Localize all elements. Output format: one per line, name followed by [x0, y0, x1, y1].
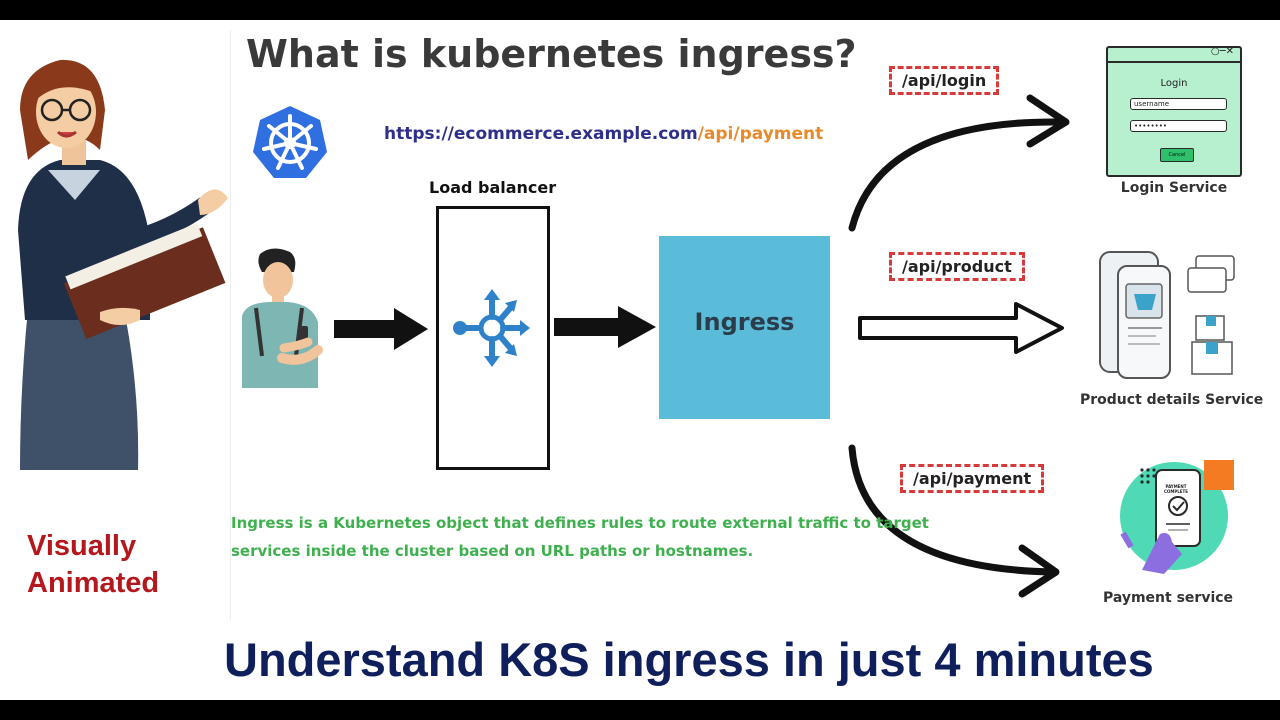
route-payment-path: /api/payment [900, 464, 1045, 493]
example-url: https://ecommerce.example.com/api/paymen… [384, 124, 823, 144]
login-service-window: ○─✕ Login username •••••••• Cancel [1106, 46, 1242, 177]
arrow-to-payment-service [848, 444, 1056, 576]
routing-arrows [848, 94, 1070, 598]
visually-animated-badge: Visually Animated [27, 528, 159, 602]
teacher-illustration [18, 59, 228, 470]
mobile-shopping-illustration [1099, 251, 1235, 379]
payment-service-label: Payment service [1102, 590, 1234, 606]
payment-complete-text: PAYMENT COMPLETE [1164, 484, 1188, 494]
login-service-label: Login Service [1120, 180, 1228, 196]
login-window-titlebar: ○─✕ [1108, 46, 1240, 63]
load-balancer-label: Load balancer [429, 178, 557, 197]
url-path: /api/payment [697, 124, 824, 144]
headline: Understand K8S ingress in just 4 minutes [224, 633, 1154, 686]
kubernetes-logo-icon [253, 106, 327, 178]
left-panel-divider [230, 30, 231, 620]
login-window-button: Cancel [1160, 148, 1194, 162]
arrow-to-login-service [848, 118, 1064, 232]
ingress-description: Ingress is a Kubernetes object that defi… [231, 514, 929, 560]
load-balancer-split-arrows-icon [453, 289, 530, 367]
page-title: What is kubernetes ingress? [246, 32, 857, 76]
badge-line-1: Visually [27, 530, 137, 562]
thumbnail-canvas: Visually Animated What is kubernetes ing… [0, 20, 1280, 700]
ingress-label: Ingress [694, 308, 795, 336]
user-illustration [242, 248, 323, 388]
route-login-path: /api/login [889, 66, 1000, 95]
ingress-box [659, 236, 830, 419]
url-base: https://ecommerce.example.com [384, 124, 698, 144]
arrow-load-balancer-to-ingress [554, 306, 656, 348]
payment-complete-phone-illustration [1120, 460, 1234, 574]
badge-line-2: Animated [27, 567, 160, 599]
login-username-field: username [1130, 98, 1227, 110]
arrow-to-product-service [858, 302, 1064, 354]
arrow-user-to-load-balancer [334, 308, 428, 350]
product-service-label: Product details Service [1080, 392, 1264, 408]
window-controls-icon: ○─✕ [1210, 46, 1234, 57]
login-password-field: •••••••• [1130, 120, 1227, 132]
login-window-title: Login [1160, 78, 1188, 89]
route-product-path: /api/product [889, 252, 1025, 281]
